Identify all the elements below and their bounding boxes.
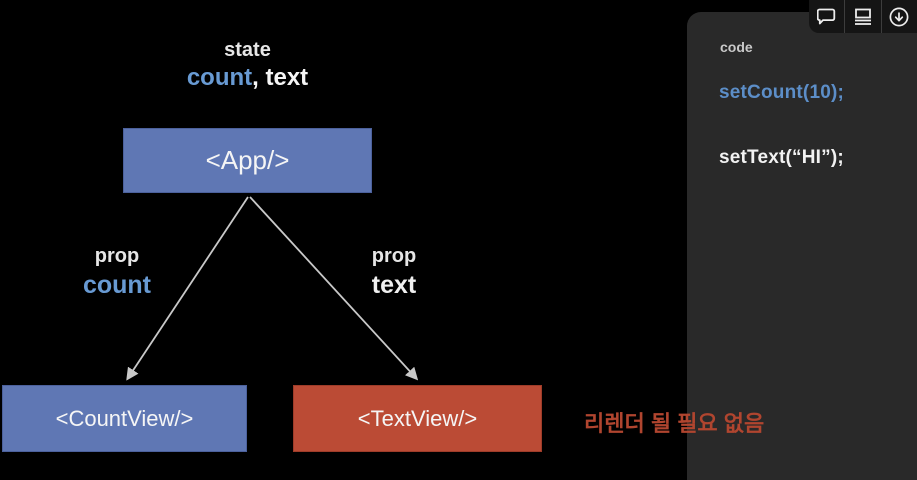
state-heading: state count, text bbox=[123, 38, 372, 93]
state-var-separator: , bbox=[252, 64, 266, 91]
comment-button[interactable] bbox=[809, 0, 844, 33]
rerender-annotation: 리렌더 될 필요 없음 bbox=[584, 411, 765, 436]
code-line-setcount: setCount(10); bbox=[719, 82, 845, 103]
prop-var-count: count bbox=[82, 271, 152, 299]
node-textview: <TextView/> bbox=[293, 385, 542, 452]
node-app: <App/> bbox=[123, 128, 372, 193]
download-button[interactable] bbox=[880, 0, 917, 33]
prop-label-left: prop bbox=[94, 245, 140, 267]
state-variables: count, text bbox=[123, 64, 372, 93]
prop-label-right: prop bbox=[371, 245, 417, 267]
comment-icon bbox=[816, 8, 837, 26]
edge-label-prop-text: prop text bbox=[314, 244, 474, 301]
state-var-text: text bbox=[265, 64, 309, 91]
code-panel: code setCount(10); setText(“HI”); bbox=[687, 12, 917, 480]
node-countview: <CountView/> bbox=[2, 385, 247, 452]
download-icon bbox=[889, 7, 909, 27]
edge-label-prop-count: prop count bbox=[37, 244, 197, 301]
player-toolbar bbox=[809, 0, 917, 33]
node-textview-label: <TextView/> bbox=[357, 405, 478, 431]
state-label: state bbox=[224, 39, 271, 61]
code-line-settext: setText(“HI”); bbox=[719, 147, 844, 168]
code-panel-title: code bbox=[720, 39, 753, 55]
prop-var-text: text bbox=[371, 271, 417, 299]
transcript-button[interactable] bbox=[844, 0, 880, 33]
state-var-count: count bbox=[186, 64, 253, 91]
transcript-icon bbox=[853, 8, 873, 26]
node-countview-label: <CountView/> bbox=[55, 405, 194, 431]
node-app-label: <App/> bbox=[205, 145, 290, 175]
